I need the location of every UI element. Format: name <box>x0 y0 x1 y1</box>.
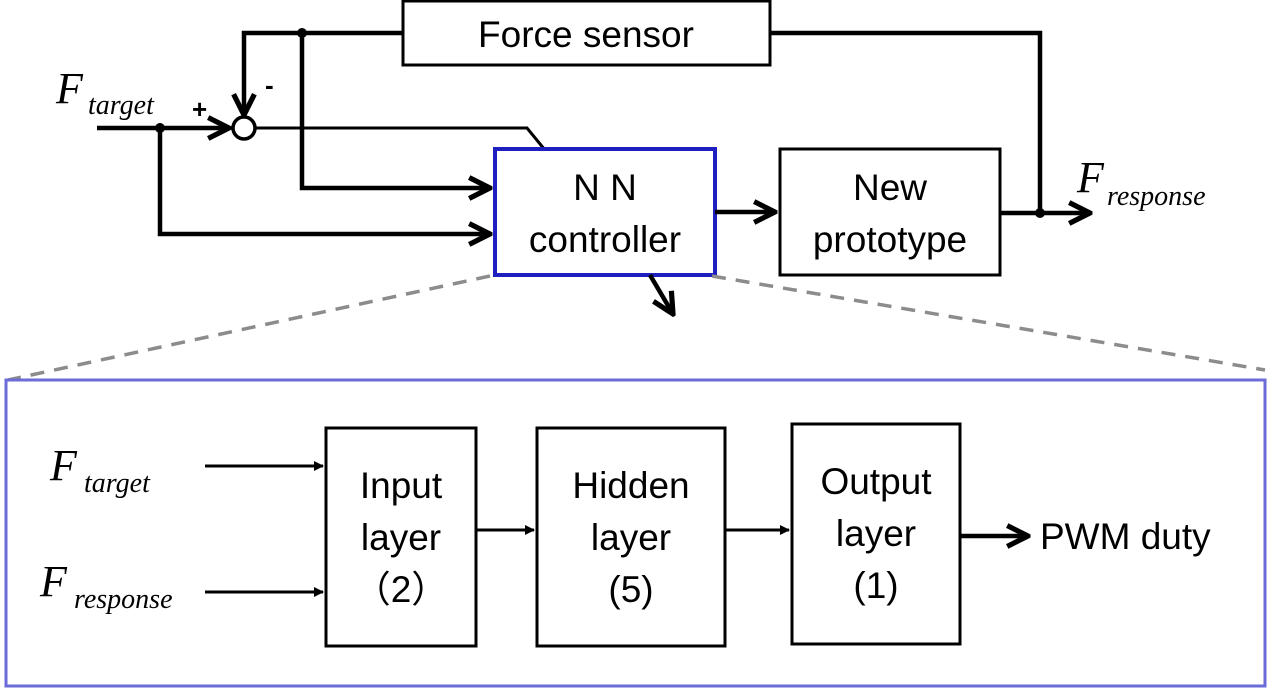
hidden-layer-box <box>535 426 727 648</box>
output-layer-line1: Output <box>820 461 932 502</box>
detail-panel <box>4 378 1267 688</box>
dashed-connector-left <box>7 274 491 382</box>
new-prototype-box <box>778 147 1002 277</box>
hidden-layer-line1: Hidden <box>572 465 689 506</box>
nn-controller-line2: controller <box>529 219 681 260</box>
detail-in2-subscript: response <box>74 584 173 615</box>
output-layer-line2: layer <box>836 513 916 554</box>
top-output-subscript: response <box>1107 181 1206 212</box>
nn-controller-line1: N N <box>573 167 637 208</box>
minus-sign: - <box>265 70 274 100</box>
feedback-branch-line <box>299 33 490 188</box>
detail-in2-symbol: F <box>39 557 68 606</box>
top-input-symbol: F <box>55 64 84 113</box>
feedback-line-left <box>244 30 403 115</box>
nn-detail-arrow <box>648 273 673 314</box>
input-layer-line3: （2） <box>354 569 449 610</box>
input-junction-dot <box>155 123 165 133</box>
hidden-layer-line3: (5) <box>608 569 653 610</box>
output-junction-dot <box>1035 208 1045 218</box>
new-prototype-line2: prototype <box>813 219 967 260</box>
feedback-line-right <box>770 30 1043 213</box>
hidden-layer-line2: layer <box>591 517 671 558</box>
input-layer-line1: Input <box>360 465 443 506</box>
new-prototype-line1: New <box>853 167 927 208</box>
force-sensor-label: Force sensor <box>478 14 694 55</box>
feedback-junction-dot <box>297 28 307 38</box>
output-layer-line3: (1) <box>853 565 898 606</box>
top-input-subscript: target <box>88 90 155 121</box>
nn-controller-box <box>493 147 717 277</box>
input-branch-line <box>157 128 490 234</box>
summing-junction <box>231 115 257 141</box>
dashed-connector-right <box>711 274 1266 372</box>
detail-in1-subscript: target <box>84 468 151 499</box>
input-layer-line2: layer <box>361 517 441 558</box>
error-line <box>256 126 547 151</box>
force-sensor-box <box>401 0 772 67</box>
input-layer-box <box>324 426 478 648</box>
top-output-symbol: F <box>1076 153 1105 202</box>
pwm-duty-label: PWM duty <box>1040 516 1211 557</box>
detail-in1-symbol: F <box>49 441 78 490</box>
plus-sign: + <box>192 94 207 124</box>
